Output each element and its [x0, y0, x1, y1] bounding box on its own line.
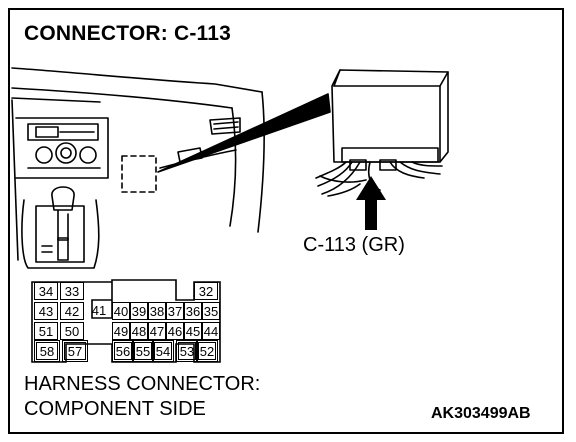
pin-cell: 55 — [132, 340, 154, 362]
pin-cell: 51 — [34, 322, 58, 340]
pin-cell: 40 — [112, 302, 130, 320]
pin-cell: 37 — [166, 302, 184, 320]
pin-cell: 38 — [148, 302, 166, 320]
caption: HARNESS CONNECTOR: COMPONENT SIDE — [24, 372, 260, 422]
pin-cell: 36 — [184, 302, 202, 320]
pin-cell: 56 — [112, 340, 134, 362]
pin-cell: 34 — [34, 282, 58, 300]
pin-cell: 42 — [60, 302, 84, 320]
pin-cell: 53 — [176, 340, 198, 362]
pin-cell: 46 — [166, 322, 184, 340]
connector-label: C-113 (GR) — [303, 234, 405, 256]
connector-arrow — [356, 176, 386, 230]
figure-code: AK303499AB — [431, 405, 531, 422]
diagram-frame — [8, 8, 564, 434]
pin-cell: 43 — [34, 302, 58, 320]
pin-cell: 50 — [60, 322, 84, 340]
pin-cell: 52 — [196, 340, 218, 362]
pin-cell: 57 — [62, 340, 88, 362]
pin-cell: 41 — [91, 303, 107, 318]
pin-cell: 45 — [184, 322, 202, 340]
pin-cell: 54 — [152, 340, 174, 362]
caption-line-2: COMPONENT SIDE — [24, 398, 206, 420]
pin-cell: 33 — [60, 282, 84, 300]
diagram-title: CONNECTOR: C-113 — [24, 22, 232, 45]
pin-cell: 48 — [130, 322, 148, 340]
pin-cell: 35 — [202, 302, 220, 320]
dashboard-drawing — [11, 67, 265, 269]
pin-cell: 47 — [148, 322, 166, 340]
connector-face-outline — [31, 279, 221, 363]
pin-cell — [196, 282, 218, 300]
callout-pointer — [157, 93, 331, 173]
pin-cell: 49 — [112, 322, 130, 340]
caption-line-1: HARNESS CONNECTOR: — [24, 373, 261, 395]
pin-cell: 44 — [202, 322, 220, 340]
pin-cell: 32 — [194, 282, 218, 300]
pin-cell: 58 — [34, 340, 60, 362]
pin-cell: 39 — [130, 302, 148, 320]
